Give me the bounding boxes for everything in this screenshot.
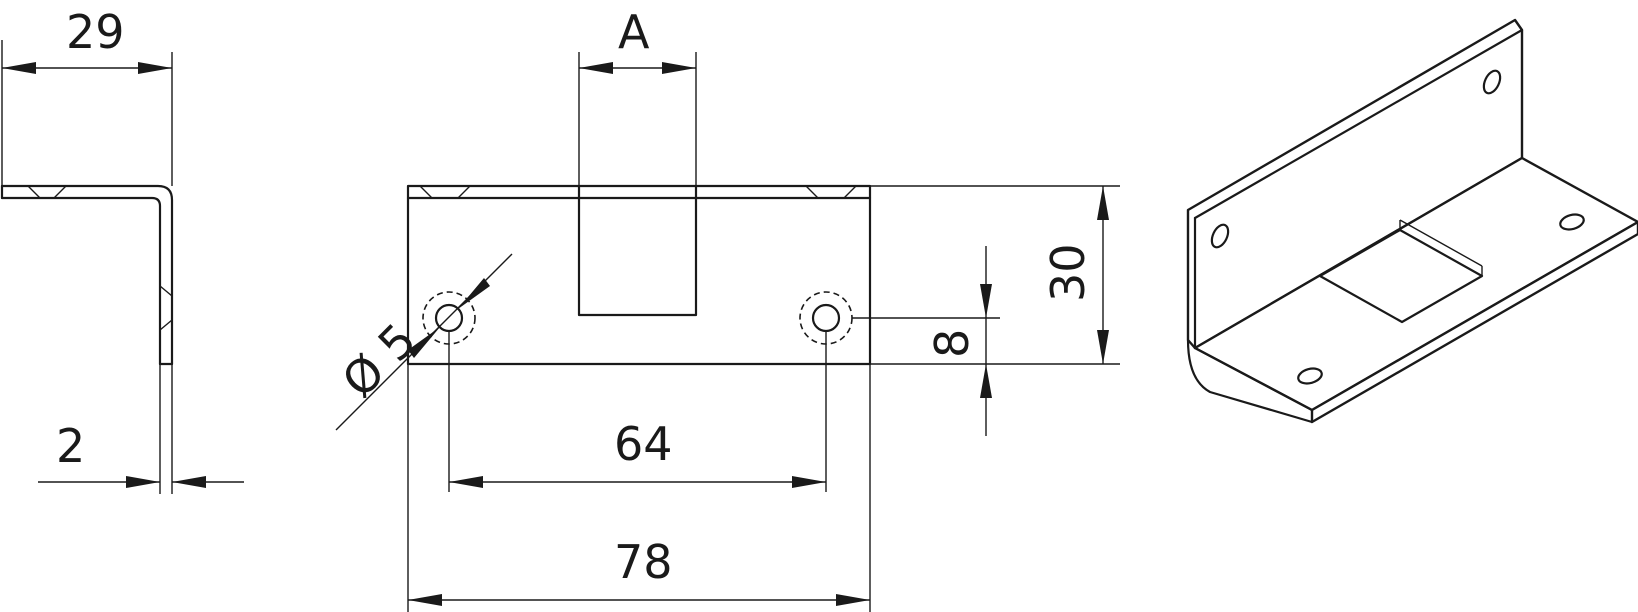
isometric-view [1186, 18, 1638, 424]
dimension-2: 2 [56, 419, 85, 473]
dimension-78: 78 [614, 535, 673, 589]
dimension-diameter-5: Ø 5 [332, 313, 427, 408]
dimension-29: 29 [66, 5, 125, 59]
dimension-64: 64 [614, 417, 673, 471]
hole-right [811, 303, 841, 333]
dimension-30: 30 [1041, 243, 1095, 302]
front-view: A Ø 5 64 78 30 [332, 5, 1120, 612]
dimension-8: 8 [925, 329, 979, 358]
dimension-a: A [618, 5, 650, 59]
hole-left [434, 303, 464, 333]
side-view: 29 2 [0, 5, 244, 494]
